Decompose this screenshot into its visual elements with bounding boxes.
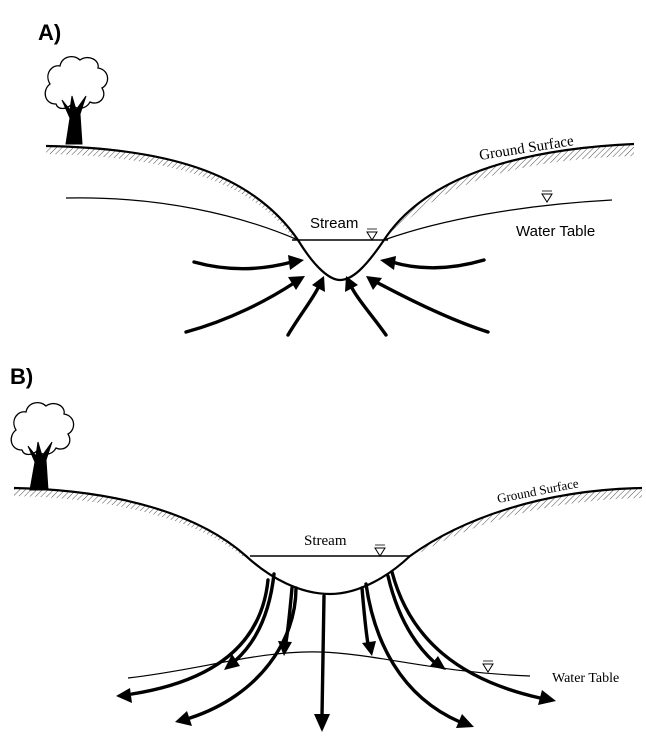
panel-a-label: A) [38,20,61,45]
panel-a: A) Ground Surface Stream Water Table [38,20,634,335]
water-level-marker-icon [375,548,385,556]
ground-surface-line-a [46,144,634,280]
flow-arrows-a [186,255,488,335]
water-table-label-a: Water Table [516,223,595,240]
water-table-label-b: Water Table [552,671,619,686]
stream-label-b: Stream [304,533,347,549]
flow-arrows-b [116,572,556,732]
tree-icon [45,57,107,144]
water-level-marker-icon [483,664,493,672]
tree-icon [11,403,73,490]
panel-b-label: B) [10,364,33,389]
water-level-marker-icon [542,194,552,202]
stream-label-a: Stream [310,215,358,232]
panel-b: B) Ground Surface Stream Water Table [10,364,642,732]
water-level-marker-icon [367,232,377,240]
